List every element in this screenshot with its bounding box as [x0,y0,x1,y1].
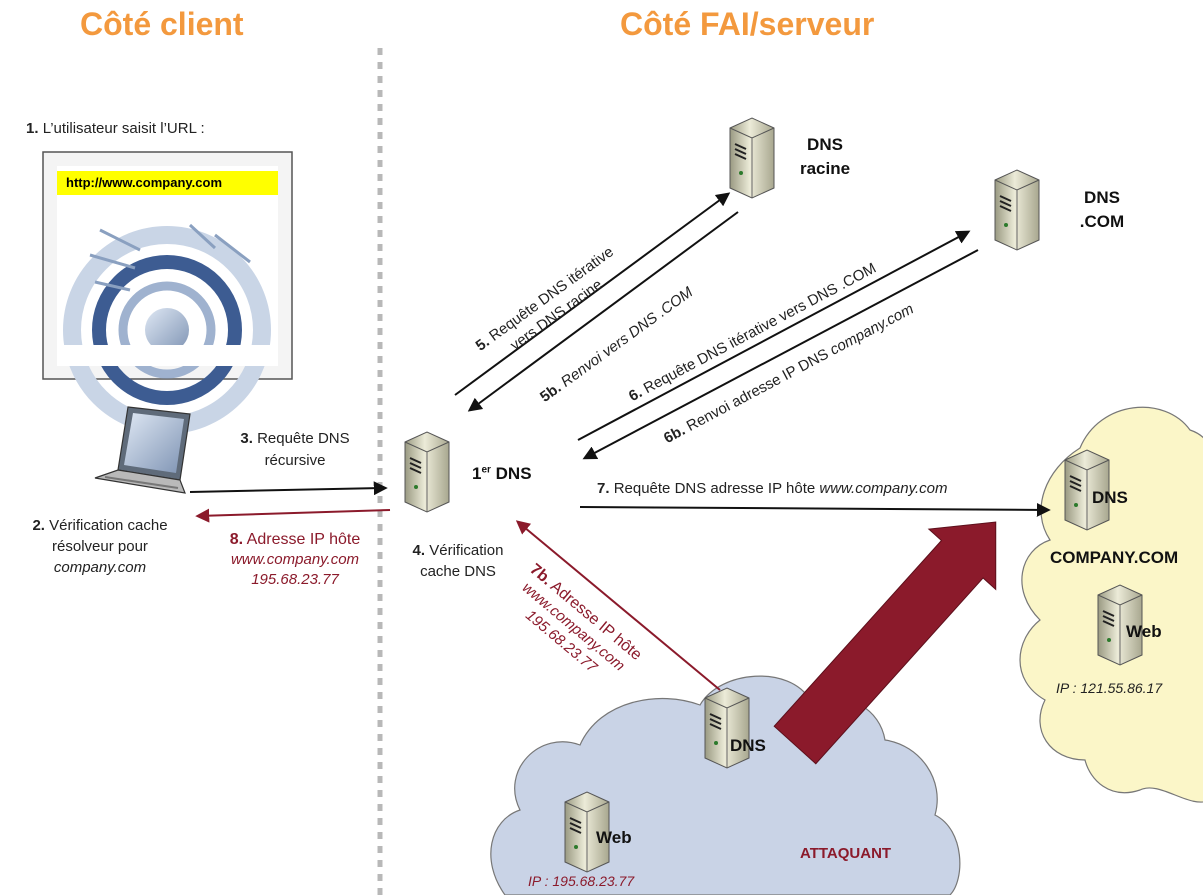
step-2-label: 2. Vérification cache résolveur pour com… [0,515,200,578]
first-dns-server-icon [404,431,450,513]
step-4-line2: cache DNS [420,563,496,580]
step-1-label: 1. L’utilisateur saisit l’URL : [26,120,205,137]
arrow-8 [195,508,391,523]
arrow-7b [515,520,721,691]
arrow-7 [579,502,1051,517]
dns-com-server-icon [994,169,1040,251]
first-dns-label: 1er DNS [472,464,532,483]
step-7-text: Requête DNS adresse IP hôte [613,480,816,497]
company-name: COMPANY.COM [1050,548,1179,567]
step-7-label: 7. Requête DNS adresse IP hôte www.compa… [597,480,947,497]
step-2-line3: company.com [53,559,147,576]
attacker-dns-label: DNS [730,736,766,755]
step-4-label: 4. Vérification cache DNS [388,540,528,582]
step-8-text: Adresse IP hôte [246,531,361,548]
arrow-5 [454,192,731,396]
dos-arrow [773,521,997,765]
arrow-6b [582,249,979,460]
company-dns-label: DNS [1092,488,1128,507]
dns-root-label: DNS racine [799,135,851,178]
step-8-line3: 195.68.23.77 [251,571,339,588]
step-8-label: 8. Adresse IP hôte www.company.com 195.6… [200,530,390,590]
step-3-line2: récursive [264,452,326,469]
arrow-6 [577,230,971,441]
laptop-icon [94,406,191,494]
attacker-name: ATTAQUANT [800,845,892,862]
step-7-italic: www.company.com [819,480,948,497]
attacker-ip: IP : 195.68.23.77 [528,873,635,889]
step-3-label: 3. Requête DNS récursive [215,428,375,472]
step-2-line2: résolveur pour [52,538,148,555]
arrow-3 [189,481,388,496]
step-2-num: 2. [32,517,45,534]
step-8-num: 8. [229,531,244,548]
url-text: http://www.company.com [66,175,223,190]
attacker-web-label: Web [596,828,632,847]
step-1-text: L’utilisateur saisit l’URL : [42,120,205,137]
header-client: Côté client [80,6,244,42]
step-3-num: 3. [240,430,253,447]
url-bar [57,171,278,195]
attacker-dns-server-icon [704,687,750,769]
step-3-text: Requête DNS [257,430,350,447]
arrow-5b [467,211,739,412]
step-8-line2: www.company.com [230,551,360,568]
step-1-num: 1. [26,120,39,137]
step-4-text: Vérification [429,542,504,559]
step-2-text: Vérification cache [49,517,168,534]
browser-window [42,151,293,434]
dns-root-server-icon [729,117,775,199]
header-server: Côté FAI/serveur [620,6,875,42]
step-4-num: 4. [412,542,426,559]
step-7-num: 7. [597,480,610,497]
company-web-label: Web [1126,622,1162,641]
dns-com-label: DNS .COM [1079,188,1125,231]
company-ip: IP : 121.55.86.17 [1056,680,1163,696]
